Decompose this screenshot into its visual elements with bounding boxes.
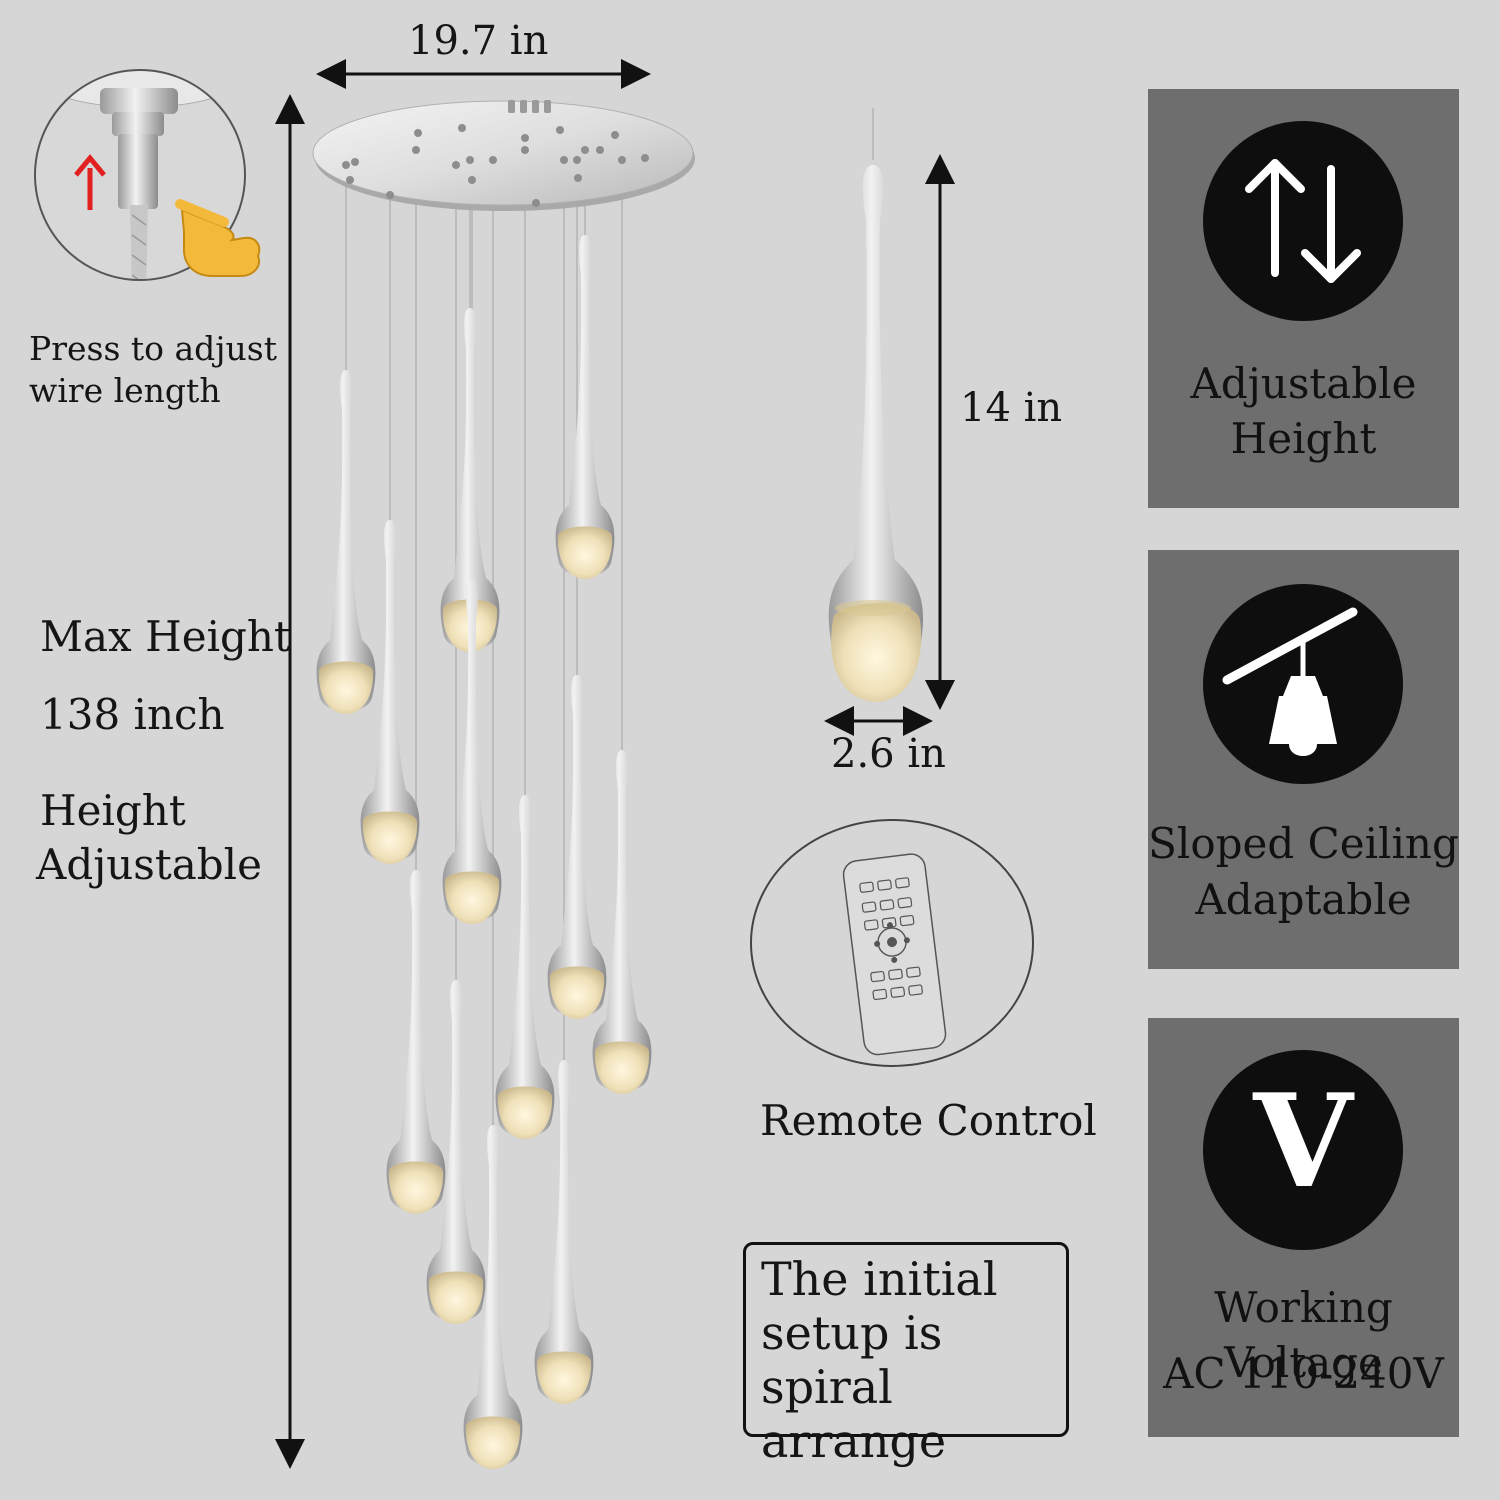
pendant-drop [316, 370, 376, 714]
up-down-arrows-icon [1203, 121, 1403, 321]
setup-note-line3: spiral arrange [761, 1360, 947, 1468]
feature-label-line1: Sloped Ceiling [1148, 819, 1459, 868]
remote-control-label: Remote Control [760, 1096, 1097, 1145]
feature-panel-working-voltage: V Working Voltage AC 110-240V [1148, 1018, 1459, 1437]
pendant-drop [534, 1060, 594, 1404]
voltage-v-glyph: V [1253, 1067, 1353, 1217]
pendant-drop [555, 235, 615, 579]
feature-label-line2: Adaptable [1195, 875, 1412, 924]
pendant-drop [426, 980, 486, 1324]
remote-control-illustration [750, 819, 1034, 1067]
feature-label-line2: Height [1230, 414, 1377, 463]
width-dimension-label: 19.7 in [408, 18, 549, 64]
max-height-label: Max Height [40, 612, 291, 661]
pendant-drop [592, 750, 652, 1094]
wire-adjust-note: Press to adjust wire length [29, 328, 277, 412]
pendant-drop [386, 870, 446, 1214]
pendant-drop [442, 580, 502, 924]
pendant-lights [316, 235, 652, 1469]
setup-note-line1: The initial [761, 1252, 998, 1306]
wire-adjust-note-line1: Press to adjust [29, 329, 277, 368]
pendant-height-label: 14 in [960, 385, 1063, 431]
voltage-v-icon: V [1203, 1050, 1403, 1250]
max-height-value: 138 inch [40, 690, 225, 739]
sloped-ceiling-lamp-icon [1203, 584, 1403, 784]
feature-panel-sloped-ceiling: Sloped Ceiling Adaptable [1148, 550, 1459, 969]
red-up-arrow-icon [74, 154, 106, 210]
height-adjustable-line2: Adjustable [36, 840, 262, 889]
pendant-drop [463, 1125, 523, 1469]
ceiling-canopy [312, 100, 695, 211]
setup-note-box: The initial setup is spiral arrange [743, 1242, 1069, 1468]
wire-adjust-zoom-inset [34, 69, 261, 281]
wire-adjust-note-line2: wire length [29, 371, 221, 410]
pendant-width-label: 2.6 in [831, 731, 946, 777]
pendant-drop [495, 795, 555, 1139]
pointing-hand-icon [175, 199, 261, 277]
feature-label-line2: AC 110-240V [1163, 1349, 1444, 1398]
feature-panel-adjustable-height: Adjustable Height [1148, 89, 1459, 508]
single-pendant-detail [828, 108, 924, 702]
feature-label-line1: Working Voltage [1214, 1283, 1393, 1387]
setup-note-line2: setup is [761, 1306, 943, 1360]
height-adjustable-note: Height Adjustable [36, 784, 262, 892]
height-adjustable-line1: Height [40, 786, 186, 835]
pendant-drop [360, 520, 420, 864]
pendant-drop [547, 675, 607, 1019]
feature-label-line1: Adjustable [1190, 359, 1417, 408]
